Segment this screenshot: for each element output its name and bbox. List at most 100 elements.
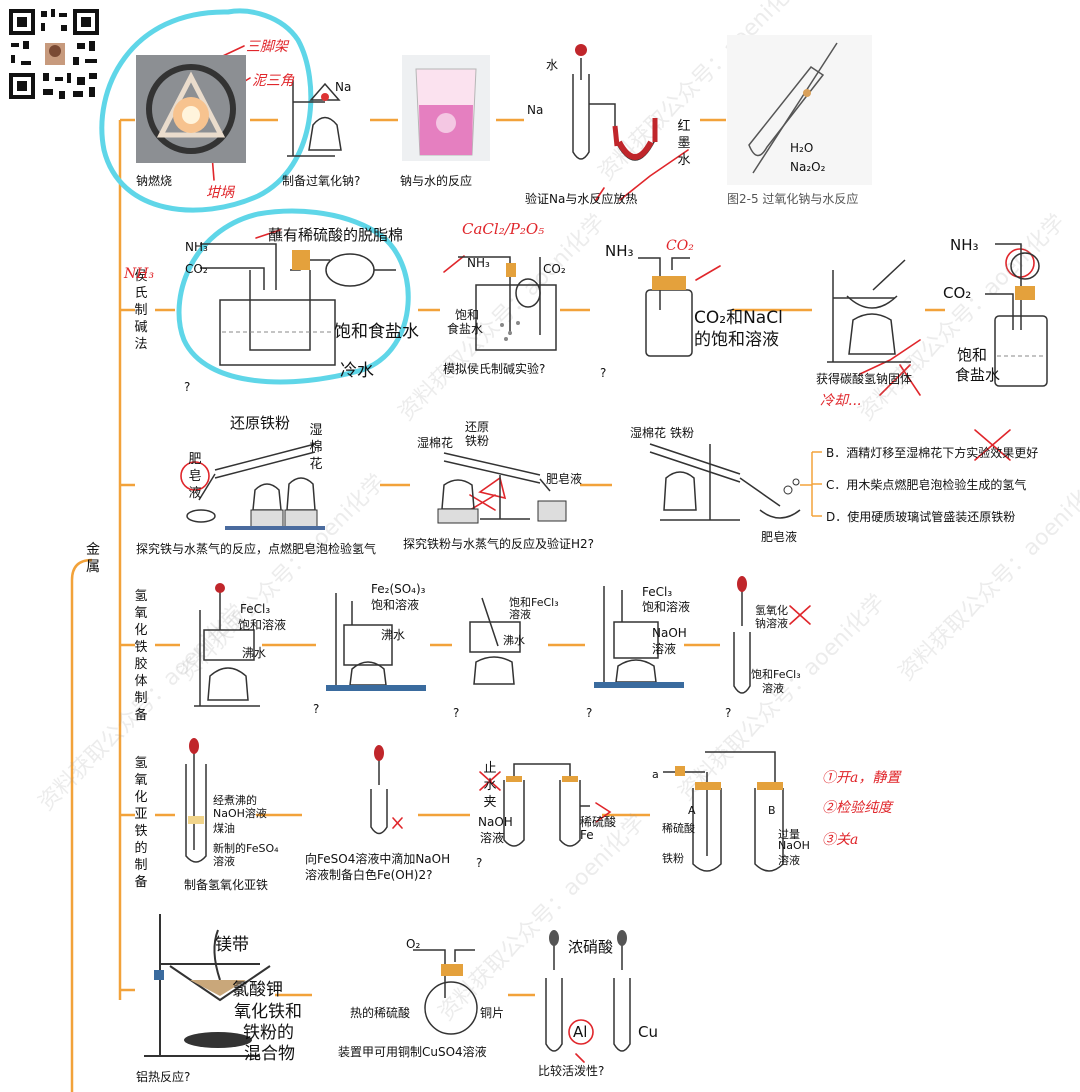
apparatus-colloid-2 bbox=[326, 593, 426, 691]
tag-co2: CO₂ bbox=[543, 262, 566, 276]
apparatus-iron-steam-1 bbox=[186, 443, 325, 530]
tag-h2o: H₂O bbox=[790, 141, 814, 155]
tag-solution: 溶液 bbox=[762, 682, 784, 695]
handwritten-note: 三脚架 bbox=[246, 39, 288, 55]
apparatus-peroxide-water bbox=[727, 35, 872, 185]
apparatus-colloid-1 bbox=[194, 583, 260, 707]
tag-co2-nacl: CO₂和NaCl bbox=[694, 308, 783, 328]
tag-naoh-1: 氢氧化 bbox=[755, 604, 788, 617]
option-d: D．使用硬质玻璃试管盛装还原铁粉 bbox=[826, 510, 1016, 524]
tag-o2: O₂ bbox=[406, 937, 421, 951]
section-label-colloid: 氢氧化铁胶体制备 bbox=[134, 589, 148, 723]
caption-peroxide-water: 图2-5 过氧化钠与水反应 bbox=[727, 192, 859, 206]
tag-fecl3: FeCl₃ bbox=[642, 585, 673, 599]
tag-boiling: 沸水 bbox=[242, 646, 267, 660]
tag-solution: 溶液 bbox=[213, 855, 235, 868]
tag-cu: Cu bbox=[638, 1023, 658, 1041]
tag-brine-2: 食盐水 bbox=[447, 322, 484, 336]
tag-saturated: 饱和溶液 bbox=[642, 600, 691, 614]
caption-hou-4: 获得碳酸氢钠固体 bbox=[816, 372, 913, 386]
tag-mixture: 混合物 bbox=[244, 1044, 295, 1064]
tag-clamp: 止水夹 bbox=[483, 761, 497, 810]
tag-solution: 溶液 bbox=[509, 608, 531, 621]
caption-hou-3: ? bbox=[600, 366, 607, 380]
apparatus-colloid-4 bbox=[594, 586, 684, 688]
tag-copper: 铜片 bbox=[480, 1006, 505, 1020]
apparatus-cuso4 bbox=[413, 949, 478, 1035]
tag-dilute-acid: 稀硫酸 bbox=[580, 815, 617, 829]
tag-cotton: 蘸有稀硫酸的脱脂棉 bbox=[268, 226, 404, 244]
caption-sodium-burning: 钠燃烧 bbox=[136, 174, 173, 188]
tag-soap: 肥皂液 bbox=[761, 530, 798, 544]
tag-reduced-2: 铁粉 bbox=[465, 434, 490, 448]
option-b: B．酒精灯移至湿棉花下方实验效果更好 bbox=[826, 446, 1039, 460]
apparatus-hou-1 bbox=[200, 243, 396, 366]
tag-iron-powder: 铁粉 bbox=[670, 426, 695, 440]
tag-kclo3: 氯酸钾 bbox=[232, 980, 283, 1000]
caption-colloid-5: ? bbox=[725, 706, 732, 720]
handwritten-note: 坩埚 bbox=[206, 185, 234, 201]
caption-cuso4: 装置甲可用铜制CuSO4溶液 bbox=[338, 1045, 487, 1059]
caption-hou-2: 模拟侯氏制碱实验? bbox=[443, 362, 546, 376]
apparatus-iron-steam-3 bbox=[649, 443, 801, 521]
tag-brine-1: 饱和 bbox=[957, 346, 988, 364]
tag-mg-ribbon: 镁带 bbox=[215, 935, 249, 955]
apparatus-thermite bbox=[144, 914, 271, 1057]
handwritten-note: CO₂ bbox=[666, 238, 694, 254]
apparatus-hou-3 bbox=[638, 257, 693, 357]
handwritten-note: NH₃ bbox=[124, 266, 155, 282]
apparatus-hou-2 bbox=[458, 256, 557, 351]
tag-na2o2: Na₂O₂ bbox=[790, 160, 826, 174]
handwritten-note: CaCl₂/P₂O₅ bbox=[462, 220, 545, 238]
tag-conc-nitric: 浓硝酸 bbox=[568, 938, 614, 956]
caption-iron-steam-1: 探究铁与水蒸气的反应，点燃肥皂泡检验氢气 bbox=[136, 542, 377, 556]
tag-solution: 溶液 bbox=[480, 831, 505, 845]
caption-activity: 比较活泼性? bbox=[538, 1064, 605, 1078]
tag-solution: 溶液 bbox=[652, 642, 677, 656]
tag-boiling: 沸水 bbox=[503, 634, 525, 647]
tag-nh3: NH₃ bbox=[605, 242, 634, 260]
tag-wet-cotton: 湿棉花 bbox=[630, 426, 667, 440]
handwritten-note: 泥三角 bbox=[252, 73, 294, 89]
tag-al: Al bbox=[573, 1023, 588, 1041]
caption-feoh2-1: 制备氢氧化亚铁 bbox=[184, 878, 269, 892]
option-c: C．用木柴点燃肥皂泡检验生成的氢气 bbox=[826, 478, 1027, 492]
apparatus-activity bbox=[545, 930, 631, 1052]
apparatus-feoh2-3 bbox=[503, 763, 590, 847]
apparatus-colloid-5 bbox=[733, 576, 751, 694]
tag-reduced-1: 还原 bbox=[465, 420, 490, 434]
apparatus-feoh2-1 bbox=[185, 738, 207, 863]
tag-nh3: NH₃ bbox=[467, 256, 490, 270]
tag-wet-cotton: 湿棉花 bbox=[309, 423, 323, 472]
tag-kerosene: 煤油 bbox=[213, 822, 235, 835]
tag-na: Na bbox=[527, 103, 544, 117]
tag-nh3: NH₃ bbox=[185, 240, 208, 254]
tag-brine: 饱和食盐水 bbox=[334, 322, 419, 342]
photo-sodium-water bbox=[402, 55, 490, 161]
tag-naoh: NaOH bbox=[652, 626, 687, 640]
tag-B: B bbox=[768, 804, 776, 817]
tag-nh3: NH₃ bbox=[950, 236, 979, 254]
tag-iron-powder: 还原铁粉 bbox=[230, 414, 291, 432]
handwritten-note: ③关a bbox=[822, 832, 859, 848]
tag-A: A bbox=[688, 804, 696, 817]
tag-naoh: NaOH bbox=[478, 815, 513, 829]
caption-heat-test: 验证Na与水反应放热 bbox=[525, 192, 638, 206]
caption-colloid-4: ? bbox=[586, 706, 593, 720]
tag-fecl3: FeCl₃ bbox=[240, 602, 271, 616]
caption-make-peroxide: 制备过氧化钠? bbox=[282, 174, 361, 188]
tag-soap: 肥皂液 bbox=[546, 472, 583, 486]
tag-dilute-acid: 稀硫酸 bbox=[662, 822, 695, 835]
caption-hou-1: ? bbox=[184, 380, 191, 394]
apparatus-iron-steam-2 bbox=[437, 452, 567, 524]
tag-saturated: 饱和溶液 bbox=[238, 618, 287, 632]
caption-iron-steam-2: 探究铁粉与水蒸气的反应及验证H2? bbox=[403, 537, 595, 551]
tag-boiling: 沸水 bbox=[381, 628, 406, 642]
tag-na: Na bbox=[335, 80, 352, 94]
tag-co2: CO₂ bbox=[943, 284, 972, 302]
tag-fecl3-sat: 饱和FeCl₃ bbox=[509, 596, 559, 609]
handwritten-note: ①开a，静置 bbox=[822, 770, 901, 786]
tag-water: 水 bbox=[546, 58, 559, 72]
caption-thermite: 铝热反应? bbox=[136, 1070, 191, 1084]
tag-naoh-2: 钠溶液 bbox=[755, 617, 788, 630]
